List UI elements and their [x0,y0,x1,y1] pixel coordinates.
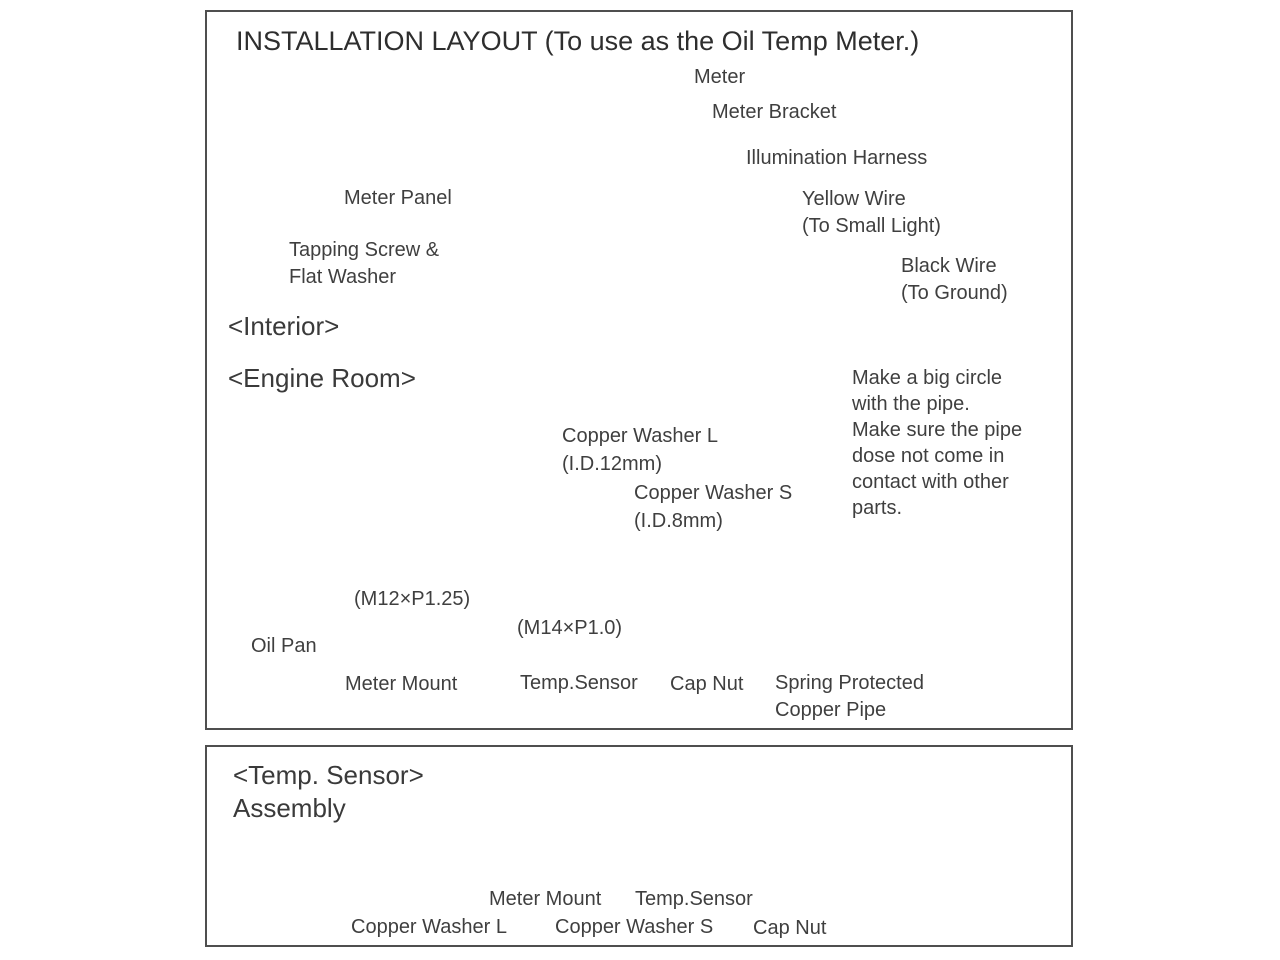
label-m12: (M12×P1.25) [354,588,471,610]
label-meter-bracket: Meter Bracket [712,101,837,123]
label-spring-pipe: Spring Protected Copper Pipe [775,672,924,721]
assembly-label-copper-washer-s: Copper Washer S [555,916,714,938]
interior-section-label: <Interior> [228,311,340,341]
assembly-label-copper-washer-l: Copper Washer L [351,916,507,938]
label-tapping-screw: Tapping Screw & Flat Washer [289,239,440,288]
label-illumination-harness: Illumination Harness [746,147,928,169]
label-meter-mount: Meter Mount [345,673,458,695]
engine-room-section-label: <Engine Room> [228,363,416,393]
assembly-label-temp-sensor: Temp.Sensor [635,888,753,910]
label-temp-sensor: Temp.Sensor [520,672,638,694]
assembly-label-cap-nut: Cap Nut [753,917,827,939]
installation-layout-panel [205,10,1073,730]
label-yellow-wire: Yellow Wire (To Small Light) [802,188,941,237]
label-oil-pan: Oil Pan [251,635,317,657]
label-black-wire: Black Wire (To Ground) [901,255,1008,304]
label-copper-washer-s: Copper Washer S (I.D.8mm) [634,482,793,532]
label-meter: Meter [694,66,746,88]
label-meter-panel: Meter Panel [344,187,452,209]
temp-sensor-assembly-panel [205,745,1073,947]
page-title: INSTALLATION LAYOUT (To use as the Oil T… [236,26,920,56]
assembly-title: <Temp. Sensor> Assembly [233,760,424,823]
label-m14: (M14×P1.0) [517,617,623,639]
assembly-label-meter-mount: Meter Mount [489,888,602,910]
label-pipe-note: Make a big circle with the pipe. Make su… [852,367,1023,519]
label-copper-washer-l: Copper Washer L (I.D.12mm) [562,425,718,475]
label-cap-nut: Cap Nut [670,673,744,695]
